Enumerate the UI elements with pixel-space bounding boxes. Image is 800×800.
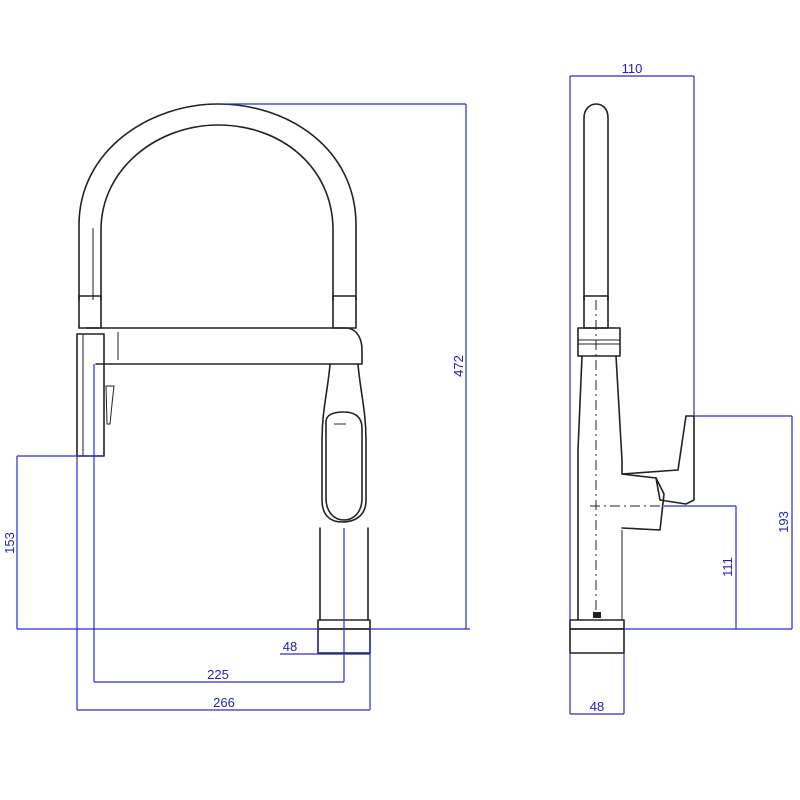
faucet-body: [321, 363, 367, 523]
dim-110-label: 110: [622, 61, 643, 76]
spray-trigger: [105, 385, 115, 425]
dim-472-label: 472: [451, 355, 466, 377]
side-view: [569, 103, 695, 654]
side-collar: [577, 327, 621, 357]
hose-sleeve-right: [332, 295, 357, 329]
dim-48-side-label: 48: [590, 699, 604, 714]
side-body: [577, 355, 657, 621]
dim-193-label: 193: [776, 511, 791, 533]
side-lever-tip: [621, 477, 665, 531]
side-hose: [583, 103, 609, 301]
dim-153-label: 153: [2, 532, 17, 554]
dim-225-label: 225: [207, 667, 229, 682]
side-base: [569, 619, 625, 630]
spout-arm: [85, 327, 363, 365]
dim-266-label: 266: [213, 695, 235, 710]
dim-48-front-label: 48: [283, 639, 297, 654]
side-handle: [621, 415, 695, 505]
hose-sleeve-left: [78, 295, 102, 329]
spray-head: [76, 333, 105, 457]
front-view: [76, 103, 371, 654]
hose-arc-inner: [100, 124, 334, 301]
front-dimensions: [16, 103, 470, 711]
faucet-stem: [319, 527, 369, 621]
side-base-flange: [569, 628, 625, 654]
side-dimensions: [569, 75, 793, 715]
handle-lever: [325, 411, 363, 521]
dim-111-label: 111: [720, 557, 735, 577]
hose-arc-outer: [78, 103, 357, 301]
